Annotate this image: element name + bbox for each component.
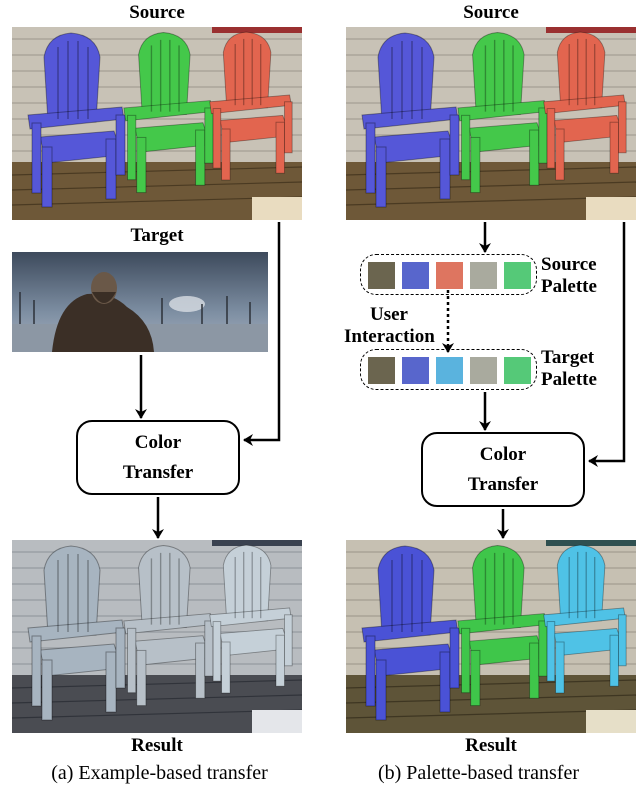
- target-palette-label-line2: Palette: [541, 369, 597, 390]
- user-interaction-line2: Interaction: [344, 326, 435, 347]
- arrow-source-to-transfer-left: [243, 222, 281, 446]
- left-caption: (a) Example-based transfer: [51, 762, 268, 784]
- right-source-chair-3: [543, 31, 627, 181]
- right-result-chair-1: [361, 545, 460, 721]
- target-photo: [12, 252, 268, 352]
- right-box-line1: Color: [479, 443, 527, 465]
- right-result-label: Result: [465, 735, 517, 756]
- right-result-chair-3: [543, 544, 627, 694]
- source-palette-swatch-2: [402, 262, 429, 289]
- arrow-source-to-transfer-right: [588, 222, 626, 467]
- source-palette-swatch-5: [504, 262, 531, 289]
- source-palette-swatch-3: [436, 262, 463, 289]
- target-palette-swatch-1: [368, 357, 395, 384]
- right-box-line2: Transfer: [467, 473, 539, 495]
- right-source-photo: [346, 27, 636, 220]
- source-palette-label-line1: Source: [541, 254, 597, 275]
- source-palette-swatch-1: [368, 262, 395, 289]
- target-palette-swatch-5: [504, 357, 531, 384]
- user-interaction-label: User Interaction: [344, 304, 435, 348]
- left-result-chair-1: [27, 545, 126, 721]
- left-source-photo: [12, 27, 302, 220]
- left-target-label: Target: [130, 225, 184, 246]
- source-palette-label-line2: Palette: [541, 276, 597, 297]
- right-source-chair-1: [361, 32, 460, 208]
- left-color-transfer-box: Color Transfer: [76, 420, 240, 495]
- left-source-chair-3: [209, 31, 293, 181]
- right-result-chair-2: [457, 545, 548, 707]
- target-palette-swatch-4: [470, 357, 497, 384]
- target-palette-swatch-3: [436, 357, 463, 384]
- left-box-line1: Color: [134, 431, 182, 453]
- source-palette-label: Source Palette: [541, 254, 597, 298]
- left-result-photo: [12, 540, 302, 733]
- left-result-chair-2: [123, 545, 214, 707]
- right-source-label: Source: [463, 2, 519, 23]
- user-interaction-line1: User: [370, 304, 408, 325]
- left-box-line2: Transfer: [122, 461, 194, 483]
- left-result-label: Result: [131, 735, 183, 756]
- source-palette: [360, 254, 537, 295]
- source-palette-swatch-4: [470, 262, 497, 289]
- left-source-chair-1: [27, 32, 126, 208]
- right-caption: (b) Palette-based transfer: [377, 762, 579, 784]
- target-palette-swatch-2: [402, 357, 429, 384]
- right-color-transfer-box: Color Transfer: [421, 432, 585, 507]
- left-result-chair-3: [209, 544, 293, 694]
- target-palette-label: Target Palette: [541, 347, 597, 391]
- left-source-chair-2: [123, 32, 214, 194]
- right-result-photo: [346, 540, 636, 733]
- right-source-chair-2: [457, 32, 548, 194]
- target-palette-label-line1: Target: [541, 347, 595, 368]
- left-source-label: Source: [129, 2, 185, 23]
